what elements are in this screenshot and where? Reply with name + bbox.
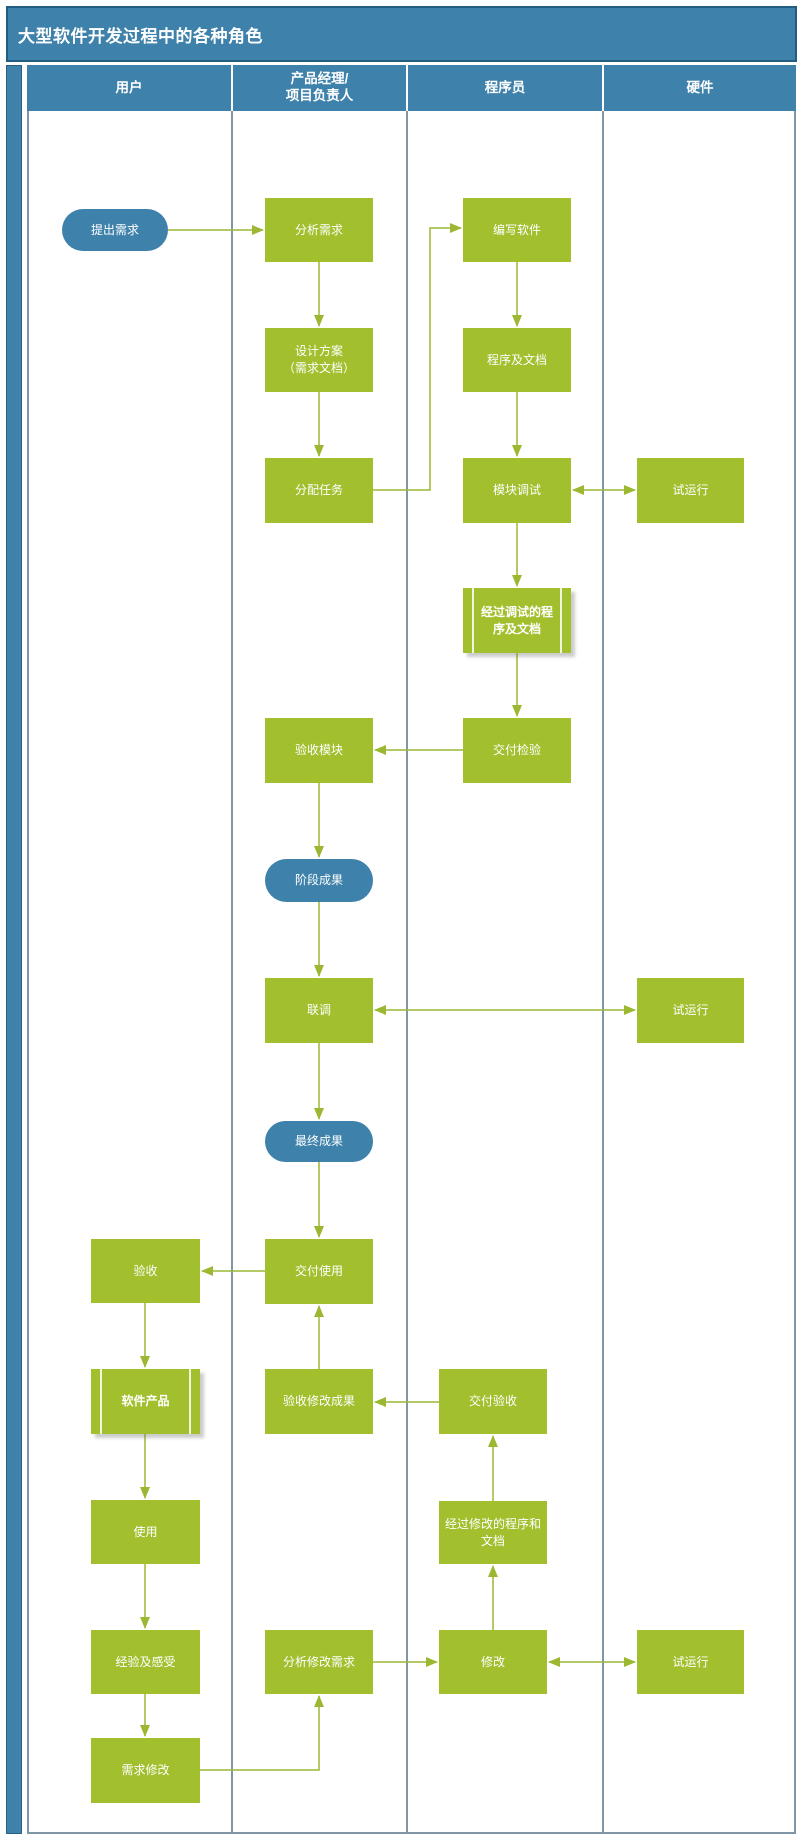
lane-header-hardware: 硬件 (604, 65, 796, 111)
node-module-debugging: 模块调试 (463, 458, 571, 523)
diagram-title-bar: 大型软件开发过程中的各种角色 (6, 6, 797, 62)
node-deliver-for-use-label: 交付使用 (294, 1264, 343, 1279)
lane-separator-2 (406, 111, 408, 1834)
node-experience-feedback: 经验及感受 (91, 1630, 200, 1694)
node-modify-label: 修改 (480, 1654, 505, 1669)
lane-header-pm-line1: 产品经理/ (290, 71, 349, 87)
pool-body (27, 111, 796, 1834)
node-analyze-requirements-label: 分析需求 (294, 222, 343, 237)
node-modified-program-docs: 经过修改的程序和 文档 (439, 1501, 547, 1564)
node-requirement-changes-label: 需求修改 (121, 1763, 170, 1778)
node-design-plan: 设计方案 （需求文档） (265, 328, 373, 392)
lane-header-user-label: 用户 (115, 79, 143, 95)
node-deliver-acceptance-label: 交付验收 (468, 1394, 517, 1409)
node-final-results-label: 最终成果 (294, 1134, 343, 1149)
diagram-title: 大型软件开发过程中的各种角色 (18, 26, 263, 46)
node-program-and-docs: 程序及文档 (463, 328, 571, 392)
node-analyze-modification-requirements-label: 分析修改需求 (282, 1654, 355, 1669)
lane-header-product-manager: 产品经理/ 项目负责人 (233, 65, 406, 111)
node-program-and-docs-label: 程序及文档 (486, 352, 547, 367)
node-accept-module-label: 验收模块 (294, 743, 343, 758)
node-trial-run-3: 试运行 (637, 1630, 744, 1694)
node-raise-requirements: 提出需求 (62, 209, 168, 251)
node-software-product: 软件产品 (91, 1369, 200, 1434)
predef-left-bar (100, 1369, 102, 1434)
node-deliver-for-use: 交付使用 (265, 1239, 373, 1304)
node-raise-requirements-label: 提出需求 (90, 222, 139, 237)
node-joint-debugging: 联调 (265, 978, 373, 1043)
node-trial-run-3-label: 试运行 (672, 1654, 709, 1669)
predef-left-bar (472, 588, 474, 653)
node-write-software: 编写软件 (463, 198, 571, 262)
node-assign-tasks: 分配任务 (265, 458, 373, 523)
node-modify: 修改 (439, 1630, 547, 1694)
node-debugged-program-docs-label: 经过调试的程 序及文档 (480, 604, 553, 636)
node-accept-module: 验收模块 (265, 718, 373, 783)
node-joint-debugging-label: 联调 (306, 1003, 331, 1018)
node-accept-modified-results-label: 验收修改成果 (282, 1394, 355, 1409)
node-requirement-changes: 需求修改 (91, 1738, 200, 1803)
node-use-label: 使用 (133, 1524, 158, 1539)
node-trial-run-1-label: 试运行 (672, 483, 709, 498)
node-analyze-modification-requirements: 分析修改需求 (265, 1630, 373, 1694)
node-assign-tasks-label: 分配任务 (294, 483, 343, 498)
node-deliver-acceptance: 交付验收 (439, 1369, 547, 1434)
lane-header-hardware-label: 硬件 (686, 79, 714, 95)
lane-separator-1 (231, 111, 233, 1834)
node-acceptance-label: 验收 (133, 1263, 158, 1278)
node-accept-modified-results: 验收修改成果 (265, 1369, 373, 1434)
node-stage-results: 阶段成果 (265, 859, 373, 902)
lane-header-user: 用户 (27, 65, 231, 111)
node-trial-run-2-label: 试运行 (672, 1003, 709, 1018)
lane-header-programmer: 程序员 (408, 65, 602, 111)
node-deliver-for-inspection-label: 交付检验 (492, 743, 541, 758)
node-write-software-label: 编写软件 (492, 222, 541, 237)
node-modified-program-docs-label: 经过修改的程序和 文档 (444, 1516, 541, 1548)
node-design-plan-label: 设计方案 （需求文档） (282, 344, 355, 375)
node-use: 使用 (91, 1500, 200, 1564)
node-trial-run-1: 试运行 (637, 458, 744, 523)
node-stage-results-label: 阶段成果 (294, 873, 343, 888)
node-trial-run-2: 试运行 (637, 978, 744, 1043)
lane-separator-3 (602, 111, 604, 1834)
node-acceptance: 验收 (91, 1239, 200, 1303)
node-analyze-requirements: 分析需求 (265, 198, 373, 262)
node-final-results: 最终成果 (265, 1121, 373, 1162)
node-software-product-label: 软件产品 (121, 1394, 170, 1409)
predef-right-bar (560, 588, 562, 653)
node-debugged-program-docs: 经过调试的程 序及文档 (463, 588, 571, 653)
node-experience-feedback-label: 经验及感受 (115, 1654, 176, 1669)
node-deliver-for-inspection: 交付检验 (463, 718, 571, 783)
node-module-debugging-label: 模块调试 (492, 483, 541, 498)
lane-header-programmer-label: 程序员 (484, 79, 526, 95)
predef-right-bar (189, 1369, 191, 1434)
lane-header-pm-line2: 项目负责人 (285, 88, 354, 103)
pool-side-strip (6, 65, 22, 1834)
